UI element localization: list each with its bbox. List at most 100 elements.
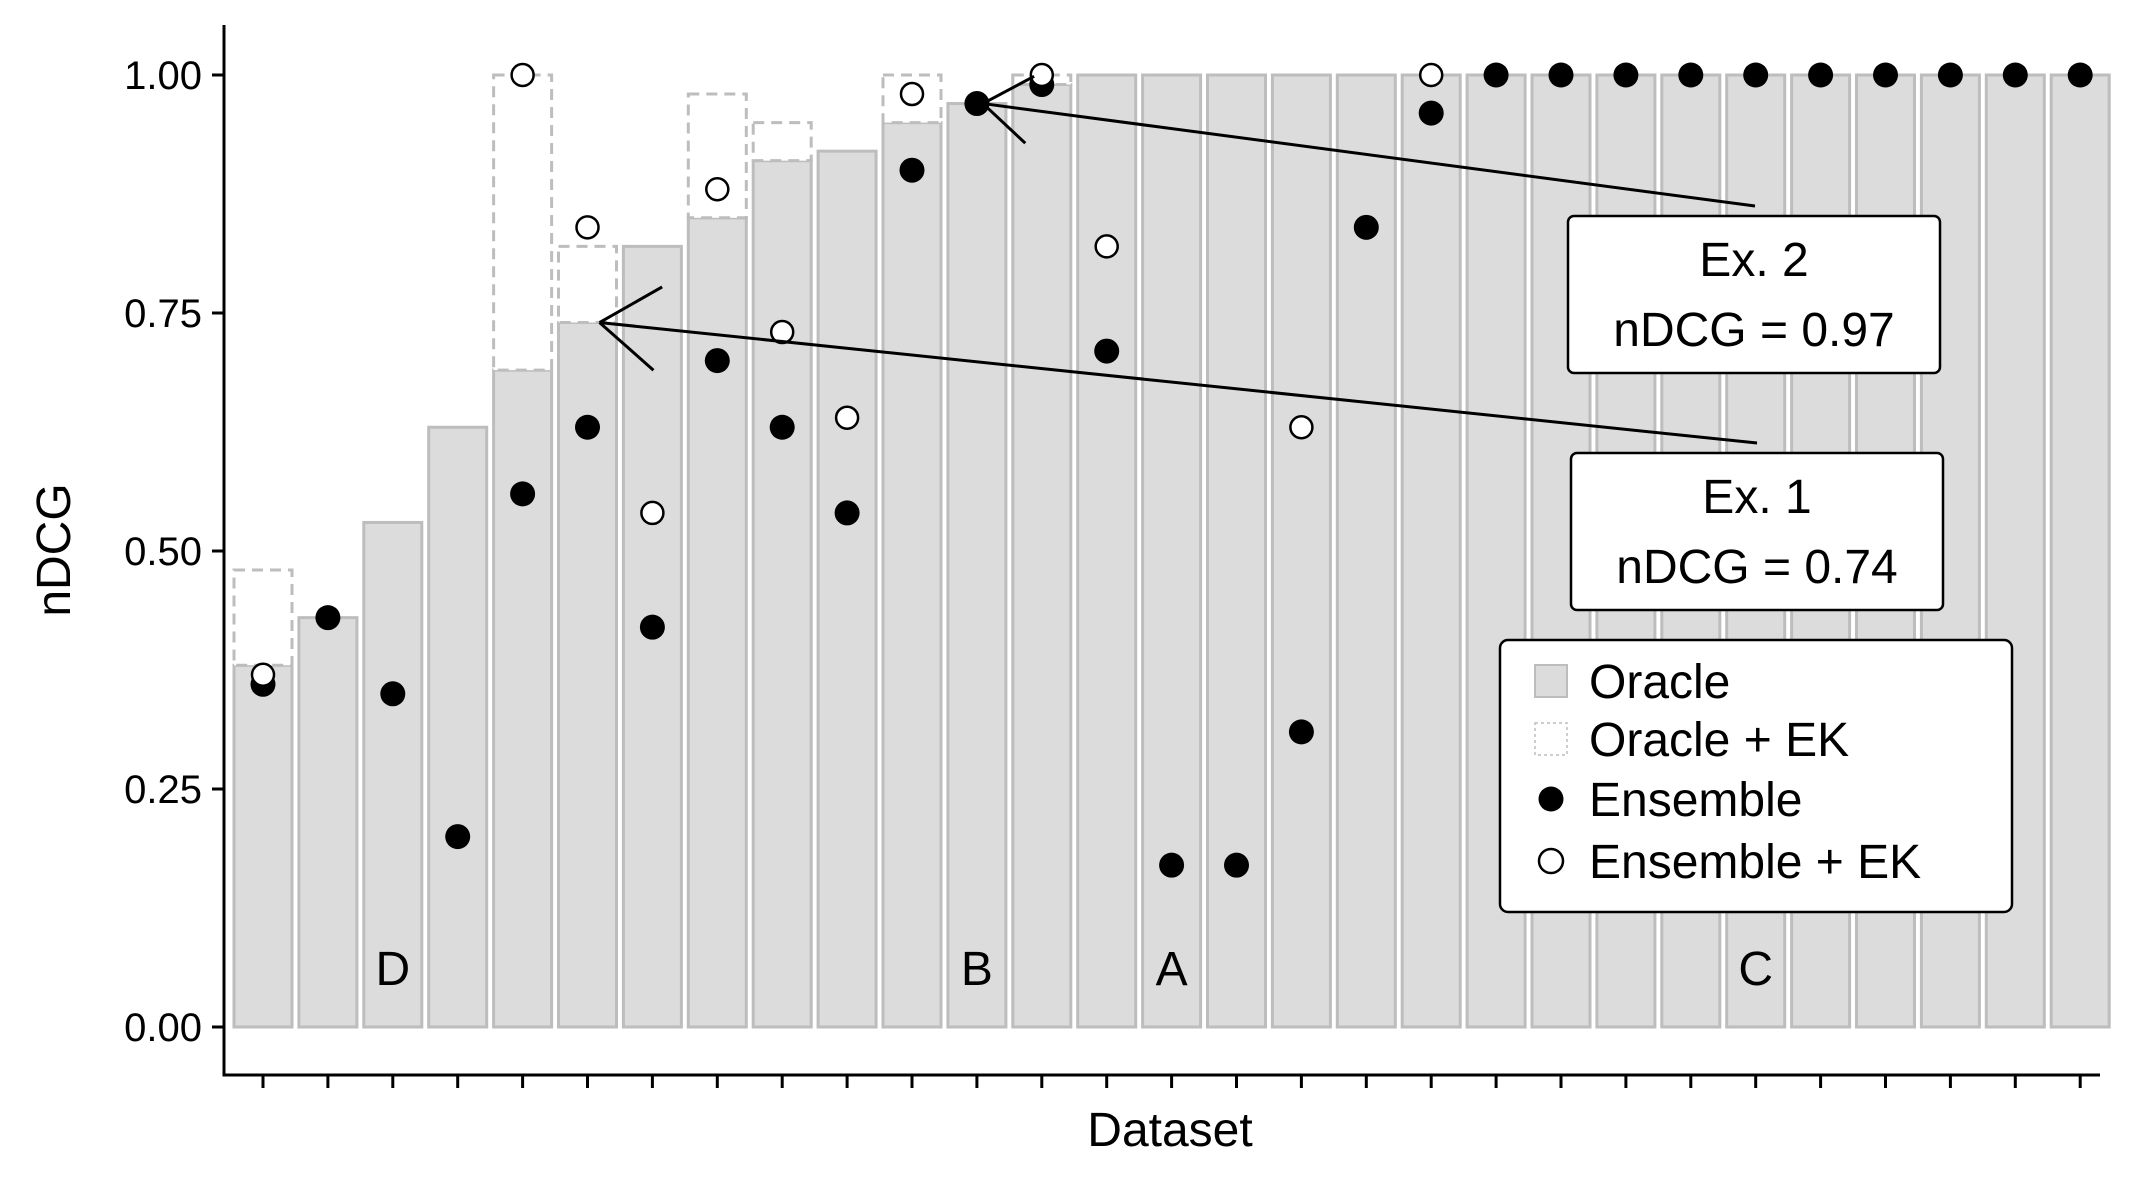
annotation-box bbox=[1566, 214, 1942, 375]
ensemble-point bbox=[1483, 62, 1509, 88]
y-tick-label: 0.75 bbox=[124, 292, 202, 336]
oracle-bar bbox=[1206, 73, 1267, 1029]
oracle-bar bbox=[427, 425, 489, 1029]
ensemble-point bbox=[1418, 100, 1444, 126]
ensemble-point bbox=[1094, 338, 1120, 364]
annotation-value: nDCG = 0.97 bbox=[1613, 304, 1894, 357]
ensemble-point bbox=[639, 614, 665, 640]
group-label: D bbox=[375, 943, 410, 996]
annotation-arrowhead bbox=[598, 285, 663, 324]
oracle-bar bbox=[297, 616, 359, 1029]
ensemble-point bbox=[899, 157, 925, 183]
oracle-bar bbox=[816, 149, 878, 1029]
y-tick-label: 0.00 bbox=[124, 1006, 202, 1050]
ensemble-ek-point bbox=[1418, 62, 1444, 88]
annotation-box bbox=[1569, 451, 1945, 612]
y-tick-label: 1.00 bbox=[124, 54, 202, 98]
legend-key-oracle-ek bbox=[1534, 722, 1568, 756]
oracle-ek-bar bbox=[492, 73, 554, 372]
ensemble-point bbox=[315, 605, 341, 631]
oracle-bar bbox=[1400, 73, 1462, 1029]
legend-label: Ensemble + EK bbox=[1589, 836, 1921, 889]
oracle-ek-bar bbox=[232, 568, 294, 667]
ensemble-point bbox=[1808, 62, 1834, 88]
ensemble-point bbox=[769, 414, 795, 440]
ensemble-point bbox=[1613, 62, 1639, 88]
y-axis-title: nDCG bbox=[28, 483, 81, 616]
annotation-arrowhead bbox=[982, 75, 1035, 105]
annotation-arrowhead bbox=[981, 102, 1027, 145]
oracle-bar bbox=[492, 368, 554, 1029]
ensemble-ek-point bbox=[1094, 234, 1119, 259]
ensemble-point bbox=[834, 500, 860, 526]
oracle-bar bbox=[2049, 73, 2111, 1029]
legend-label: Ensemble bbox=[1589, 774, 1802, 827]
ensemble-ek-point bbox=[899, 81, 925, 107]
oracle-bar bbox=[362, 520, 424, 1029]
ensemble-ek-point bbox=[1289, 414, 1314, 440]
ensemble-points bbox=[250, 62, 2093, 878]
group-label: C bbox=[1738, 943, 1773, 996]
ensemble-ek-points bbox=[250, 62, 1444, 688]
ensemble-point bbox=[1743, 62, 1769, 88]
oracle-bar bbox=[686, 216, 748, 1029]
ensemble-ek-point bbox=[834, 405, 860, 430]
oracle-bars bbox=[232, 73, 2111, 1029]
ensemble-point bbox=[380, 681, 406, 707]
ensemble-point bbox=[2002, 62, 2028, 88]
annotation-arrow bbox=[599, 321, 1758, 445]
ensemble-point bbox=[704, 348, 730, 374]
oracle-bar bbox=[1270, 73, 1332, 1029]
y-tick-label: 0.50 bbox=[124, 530, 202, 574]
oracle-bar bbox=[1141, 73, 1203, 1029]
ensemble-ek-point bbox=[250, 662, 276, 688]
ensemble-point bbox=[510, 481, 536, 507]
ensemble-ek-point bbox=[575, 215, 600, 240]
ensemble-point bbox=[1288, 719, 1314, 745]
ensemble-ek-point bbox=[510, 62, 535, 88]
oracle-bar bbox=[1011, 83, 1073, 1029]
ensemble-point bbox=[575, 414, 600, 440]
annotation-arrow bbox=[982, 102, 1756, 208]
ensemble-point bbox=[1548, 62, 1574, 88]
oracle-ek-bar bbox=[557, 244, 618, 325]
ensemble-point bbox=[1159, 852, 1185, 878]
legend-key-ensemble-ek bbox=[1537, 847, 1565, 875]
ensemble-point bbox=[964, 91, 990, 117]
legend-key-ensemble bbox=[1538, 786, 1564, 812]
ensemble-point bbox=[1937, 62, 1963, 88]
axes: 0.00 0.25 0.50 0.75 1.00 bbox=[124, 25, 2100, 1088]
ensemble-point bbox=[1873, 62, 1898, 88]
legend-key-oracle bbox=[1534, 664, 1568, 698]
annotation-title: Ex. 2 bbox=[1699, 234, 1808, 287]
ensemble-point bbox=[2067, 62, 2093, 88]
x-axis-title: Dataset bbox=[1087, 1104, 1252, 1157]
ensemble-point bbox=[1678, 62, 1704, 88]
oracle-bar bbox=[1076, 73, 1138, 1029]
ensemble-point bbox=[1353, 214, 1379, 240]
annotation-arrowhead bbox=[598, 321, 655, 372]
group-label: A bbox=[1156, 943, 1188, 996]
oracle-ek-bars bbox=[232, 73, 1073, 667]
ensemble-ek-point bbox=[705, 176, 730, 202]
group-label: B bbox=[961, 943, 993, 996]
y-tick-label: 0.25 bbox=[124, 768, 202, 812]
oracle-bar bbox=[751, 159, 813, 1029]
ensemble-point bbox=[445, 824, 471, 850]
annotation-title: Ex. 1 bbox=[1702, 471, 1811, 524]
ensemble-point bbox=[1224, 852, 1249, 878]
legend-label: Oracle bbox=[1589, 656, 1730, 709]
oracle-bar bbox=[946, 102, 1008, 1029]
oracle-ek-bar bbox=[751, 121, 813, 163]
legend-box bbox=[1498, 638, 2014, 914]
ensemble-ek-point bbox=[640, 500, 665, 526]
ensemble-ek-point bbox=[1029, 62, 1055, 88]
legend-label: Oracle + EK bbox=[1589, 714, 1849, 767]
oracle-bar bbox=[557, 321, 618, 1029]
oracle-bar bbox=[881, 121, 943, 1029]
